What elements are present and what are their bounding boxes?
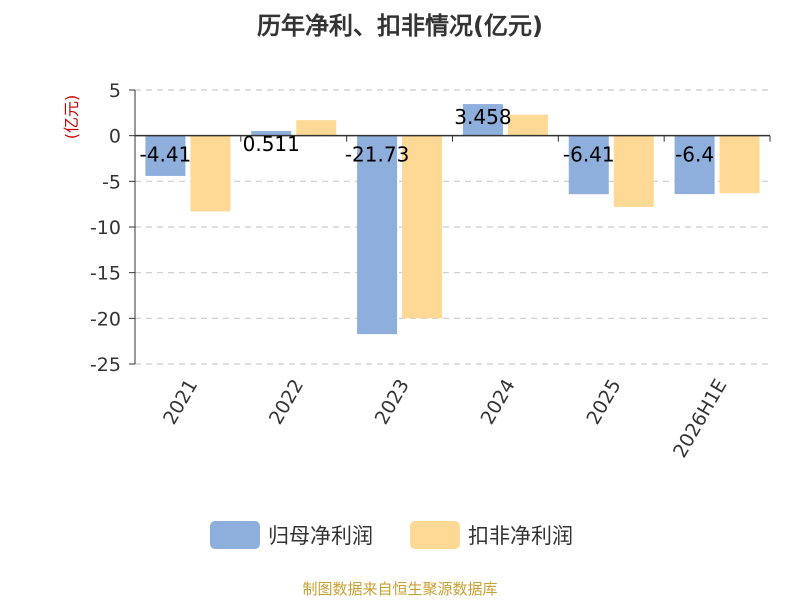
bar-deducted-net-profit xyxy=(296,120,337,136)
x-tick-label: 2025 xyxy=(582,376,625,429)
y-tick-label: -25 xyxy=(90,354,121,376)
y-tick-label: -5 xyxy=(102,171,121,193)
bar-deducted-net-profit xyxy=(190,135,231,212)
bar-deducted-net-profit xyxy=(719,135,760,194)
x-tick-label: 2023 xyxy=(371,376,414,429)
legend-label: 归母净利润 xyxy=(268,524,373,548)
y-axis-title: (亿元) xyxy=(62,95,81,140)
x-tick-label: 2026H1E xyxy=(669,376,731,462)
data-label: -21.73 xyxy=(345,143,409,167)
legend-label: 扣非净利润 xyxy=(468,524,573,548)
y-tick-label: -20 xyxy=(90,308,121,330)
y-tick-label: -15 xyxy=(90,263,121,285)
y-tick-label: 0 xyxy=(109,126,121,148)
bar-net-profit xyxy=(568,135,609,195)
data-label: 0.511 xyxy=(243,132,300,156)
y-tick-label: -10 xyxy=(90,217,121,239)
data-source-note: 制图数据来自恒生聚源数据库 xyxy=(302,580,498,598)
data-labels: -4.41 0.511 -21.73 3.458 -6.41 -6.4 xyxy=(140,105,715,167)
bar-net-profit xyxy=(462,104,503,136)
legend: 归母净利润 扣非净利润 xyxy=(210,521,573,549)
data-label: 3.458 xyxy=(454,105,511,129)
legend-swatch xyxy=(210,521,260,549)
x-tick-label: 2021 xyxy=(159,376,202,429)
bars xyxy=(145,104,760,335)
bar-net-profit xyxy=(674,135,715,195)
x-tick-label: 2024 xyxy=(477,376,520,429)
bar-net-profit xyxy=(145,135,186,176)
bar-deducted-net-profit xyxy=(613,135,654,207)
x-tick-label: 2022 xyxy=(265,376,308,429)
bar-deducted-net-profit xyxy=(402,135,443,319)
grid-lines xyxy=(135,89,770,365)
bar-deducted-net-profit xyxy=(507,114,548,136)
legend-swatch xyxy=(410,521,460,549)
data-label: -6.41 xyxy=(563,143,615,167)
data-label: -6.4 xyxy=(675,143,714,167)
chart-title: 历年净利、扣非情况(亿元) xyxy=(257,12,543,40)
data-label: -4.41 xyxy=(140,143,192,167)
y-tick-label: 5 xyxy=(109,80,121,102)
bar-net-profit xyxy=(357,135,398,335)
bar-net-profit xyxy=(251,130,292,136)
